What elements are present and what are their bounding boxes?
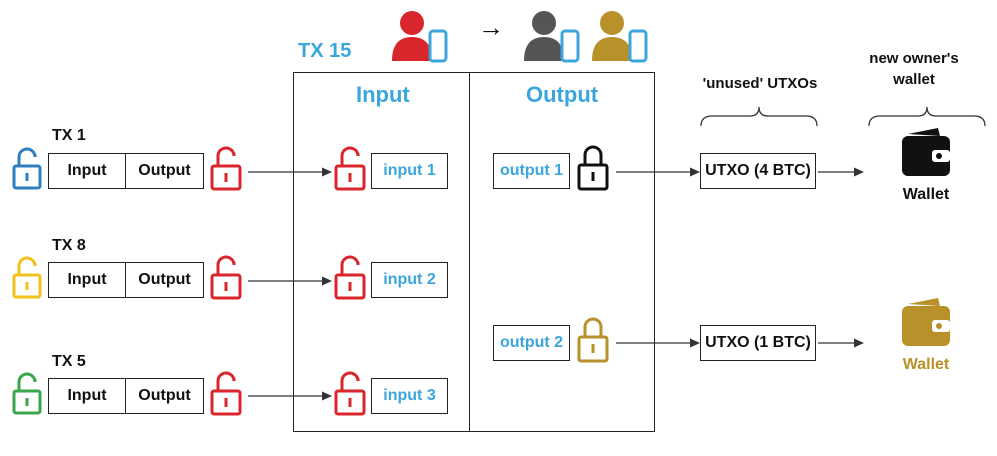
spent-lock-icon xyxy=(334,146,366,191)
source-tx-pair: Input Output xyxy=(48,378,204,414)
output-box: output 2 xyxy=(493,325,570,361)
wallet-label: Wallet xyxy=(902,356,950,373)
open-lock-icon xyxy=(12,256,42,299)
arrow-utxo-to-wallet xyxy=(818,338,864,348)
input-box: input 3 xyxy=(371,378,448,414)
wallet-icon xyxy=(902,298,950,346)
source-tx-output: Output xyxy=(126,378,204,414)
utxo-box: UTXO (4 BTC) xyxy=(700,153,816,189)
source-tx-input: Input xyxy=(48,378,126,414)
spent-lock-icon xyxy=(210,371,242,416)
arrow-utxo-to-wallet xyxy=(818,167,864,177)
tx15-divider xyxy=(469,72,470,432)
output-header: Output xyxy=(526,82,599,107)
tx-label: TX 8 xyxy=(52,237,86,254)
spent-lock-icon xyxy=(210,255,242,300)
arrow-source-to-input xyxy=(248,167,332,177)
spent-lock-icon xyxy=(210,146,242,191)
tx15-title: TX 15 xyxy=(298,40,352,62)
source-tx-output: Output xyxy=(126,262,204,298)
transfer-arrow: → xyxy=(478,12,504,42)
wallet-brace xyxy=(868,106,986,127)
spent-lock-icon xyxy=(334,371,366,416)
source-tx-input: Input xyxy=(48,262,126,298)
tx-label: TX 1 xyxy=(52,127,86,144)
output-box: output 1 xyxy=(493,153,570,189)
arrow-source-to-input xyxy=(248,276,332,286)
utxo-box: UTXO (1 BTC) xyxy=(700,325,816,361)
input-header: Input xyxy=(356,82,410,107)
input-box: input 1 xyxy=(371,153,448,189)
source-tx-pair: Input Output xyxy=(48,153,204,189)
spent-lock-icon xyxy=(334,255,366,300)
closed-lock-icon xyxy=(577,317,609,363)
wallet-icon xyxy=(902,128,950,176)
receiver-user-icon-2 xyxy=(592,11,648,63)
utxo-header: 'unused' UTXOs xyxy=(702,75,818,92)
wallet-header: new owner's wallet xyxy=(869,50,959,88)
source-tx-input: Input xyxy=(48,153,126,189)
input-box: input 2 xyxy=(371,262,448,298)
utxo-brace xyxy=(700,106,818,127)
open-lock-icon xyxy=(12,147,42,190)
open-lock-icon xyxy=(12,372,42,415)
arrow-output-to-utxo xyxy=(616,167,700,177)
arrow-output-to-utxo xyxy=(616,338,700,348)
receiver-user-icon xyxy=(524,11,580,63)
arrow-source-to-input xyxy=(248,391,332,401)
source-tx-pair: Input Output xyxy=(48,262,204,298)
tx-label: TX 5 xyxy=(52,353,86,370)
wallet-label: Wallet xyxy=(902,186,950,203)
sender-user-icon xyxy=(392,11,448,63)
closed-lock-icon xyxy=(577,145,609,191)
source-tx-output: Output xyxy=(126,153,204,189)
tx15-box xyxy=(293,72,655,432)
